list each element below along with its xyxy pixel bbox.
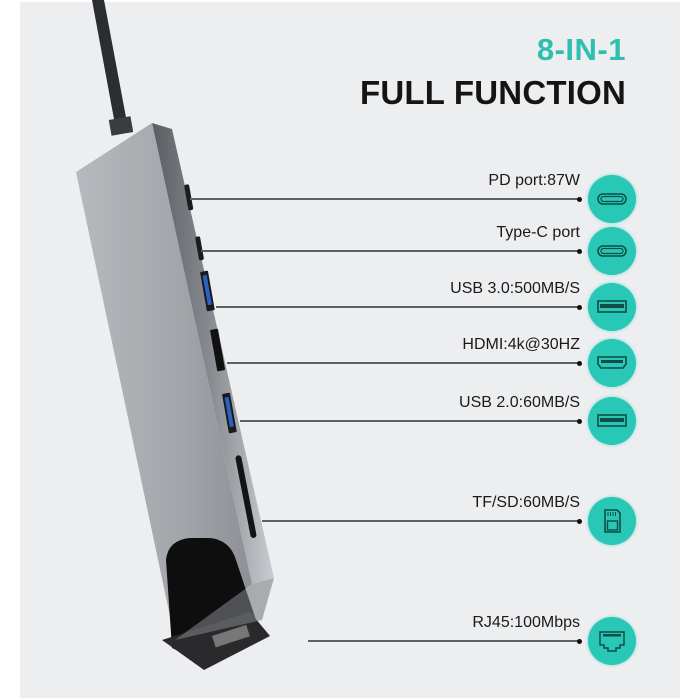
callout-dot (577, 518, 582, 524)
callout-line (240, 420, 579, 422)
callout-dot (577, 304, 582, 310)
feature-usb3: USB 3.0:500MB/S (0, 280, 700, 331)
feature-rj45: RJ45:100Mbps (0, 614, 700, 665)
feature-label: Type-C port (496, 224, 580, 241)
callout-line (190, 198, 579, 200)
page-title: FULL FUNCTION (360, 74, 626, 111)
feature-usb2: USB 2.0:60MB/S (0, 394, 700, 445)
callout-dot (577, 418, 582, 424)
ethernet-port-icon (588, 617, 636, 665)
hdmi-port-icon (588, 339, 636, 387)
feature-label: USB 2.0:60MB/S (459, 394, 580, 411)
usb-a-port-icon (588, 283, 636, 331)
feature-tf-sd: TF/SD:60MB/S (0, 494, 700, 545)
callout-line (201, 250, 579, 252)
usb-c-port-icon (588, 175, 636, 223)
usb-a-port-icon (588, 397, 636, 445)
title-accent: 8-IN-1 (536, 32, 626, 67)
feature-label: TF/SD:60MB/S (472, 494, 580, 511)
feature-label: USB 3.0:500MB/S (450, 280, 580, 297)
feature-label: HDMI:4k@30HZ (462, 336, 580, 353)
callout-dot (577, 638, 582, 644)
feature-pd-port: PD port:87W (0, 172, 700, 223)
callout-line (216, 306, 579, 308)
callout-dot (577, 360, 582, 366)
callout-line (308, 640, 579, 642)
usb-c-port-icon (588, 227, 636, 275)
feature-label: RJ45:100Mbps (472, 614, 580, 631)
feature-label: PD port:87W (488, 172, 580, 189)
feature-type-c-port: Type-C port (0, 224, 700, 275)
sd-card-icon (588, 497, 636, 545)
feature-hdmi: HDMI:4k@30HZ (0, 336, 700, 387)
callout-line (262, 520, 579, 522)
callout-line (227, 362, 579, 364)
callout-dot (577, 248, 582, 254)
callout-dot (577, 196, 582, 202)
